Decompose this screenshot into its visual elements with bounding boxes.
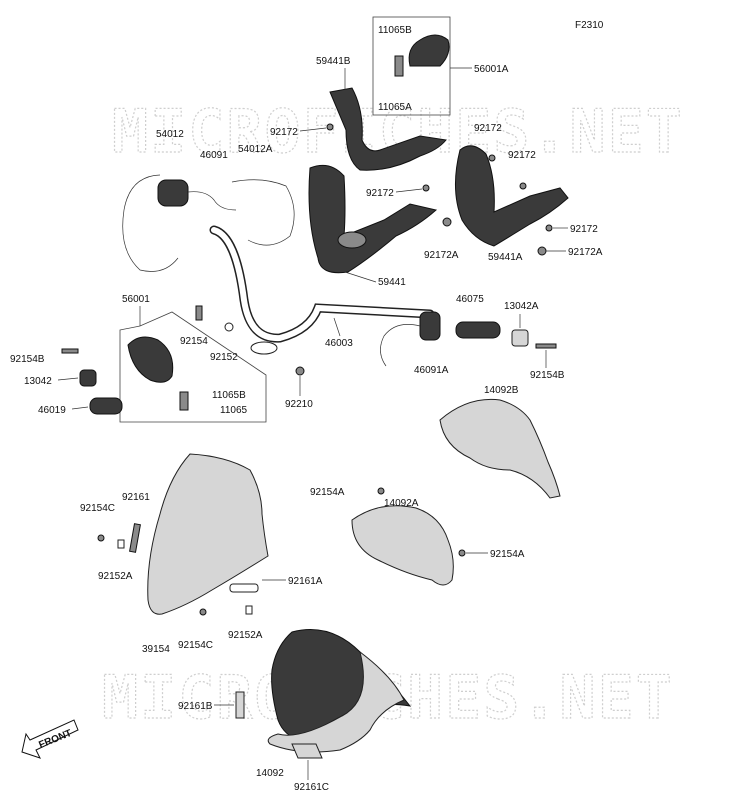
label-92154B-right[interactable]: 92154B: [530, 370, 565, 381]
label-11065[interactable]: 11065: [220, 405, 248, 416]
bracket-92161B: [235, 691, 245, 719]
screw-92154C-b: [199, 608, 207, 616]
label-59441A[interactable]: 59441A: [488, 252, 523, 263]
label-92161C[interactable]: 92161C: [294, 782, 329, 793]
label-46091[interactable]: 46091: [200, 150, 228, 161]
label-92152[interactable]: 92152: [210, 352, 238, 363]
windshield-39154: [147, 453, 269, 615]
label-92154A-a[interactable]: 92154A: [310, 487, 345, 498]
label-92154B-left[interactable]: 92154B: [10, 354, 45, 365]
bracket-92161A: [229, 583, 259, 593]
cover-59441A: [454, 145, 569, 247]
figure-code: F2310: [575, 20, 604, 31]
label-92172-d[interactable]: 92172: [366, 188, 394, 199]
screw-92172A-a: [442, 217, 452, 227]
label-39154[interactable]: 39154: [142, 644, 170, 655]
label-13042[interactable]: 13042: [24, 376, 52, 387]
label-46019[interactable]: 46019: [38, 405, 66, 416]
label-92154C-b[interactable]: 92154C: [178, 640, 213, 651]
label-92172-e[interactable]: 92172: [570, 224, 598, 235]
label-11065A[interactable]: 11065A: [378, 102, 412, 113]
switch-wire-46091: [187, 191, 237, 211]
bar-end-13042A: [511, 329, 529, 347]
label-92154A-b[interactable]: 92154A: [490, 549, 525, 560]
label-14092[interactable]: 14092: [256, 768, 284, 779]
front-arrow: FRONT: [21, 719, 79, 759]
bar-end-13042: [79, 369, 97, 387]
label-56001[interactable]: 56001: [122, 294, 150, 305]
bracket-92161: [129, 523, 141, 553]
cover-59441: [308, 164, 438, 274]
screw-92172-d: [395, 184, 430, 193]
screw-92172-b: [488, 154, 496, 162]
label-59441B[interactable]: 59441B: [316, 56, 351, 67]
label-46003[interactable]: 46003: [325, 338, 353, 349]
mirror-head-right: [408, 34, 450, 67]
label-56001A[interactable]: 56001A: [474, 64, 509, 75]
handlebar-clamp: [250, 341, 278, 355]
label-92172-a[interactable]: 92172: [270, 127, 298, 138]
label-14092A[interactable]: 14092A: [384, 498, 419, 509]
label-54012A[interactable]: 54012A: [238, 144, 273, 155]
leader-46003: [333, 317, 341, 337]
cover-59441-socket: [337, 231, 367, 249]
handlebar-46003-inner: [211, 227, 433, 342]
label-92172A-a[interactable]: 92172A: [424, 250, 459, 261]
label-92152A-b[interactable]: 92152A: [228, 630, 263, 641]
cable-54012: [122, 174, 179, 272]
bolt-92154: [195, 305, 203, 321]
screw-92154C-a: [97, 534, 105, 542]
bolt-92154B-right: [535, 343, 557, 349]
label-46075[interactable]: 46075: [456, 294, 484, 305]
washer-92152: [224, 322, 234, 332]
label-92161B[interactable]: 92161B: [178, 701, 213, 712]
cable-54012A: [231, 179, 295, 246]
mirror-frame-top: [372, 16, 451, 116]
screw-92172-e: [545, 224, 568, 232]
bolt-92154B-left: [61, 348, 79, 354]
switch-housing-right: [419, 311, 441, 341]
bracket-92161C: [291, 743, 323, 759]
cover-59441B: [329, 87, 447, 171]
leader-13042: [57, 377, 79, 381]
screw-92154A-b: [458, 549, 466, 557]
cover-14092B: [439, 398, 561, 499]
mirror-stem-left: [179, 391, 189, 411]
label-92161A[interactable]: 92161A: [288, 576, 323, 587]
switch-housing-left: [157, 179, 189, 207]
label-59441[interactable]: 59441: [378, 277, 406, 288]
nut-92152A-a: [117, 539, 125, 549]
label-11065B-top[interactable]: 11065B: [378, 25, 412, 36]
label-14092B[interactable]: 14092B: [484, 385, 519, 396]
label-54012[interactable]: 54012: [156, 129, 184, 140]
label-92172A-b[interactable]: 92172A: [568, 247, 603, 258]
label-92152A-a[interactable]: 92152A: [98, 571, 133, 582]
nut-92152A-b: [245, 605, 253, 615]
label-13042A[interactable]: 13042A: [504, 301, 539, 312]
label-92210[interactable]: 92210: [285, 399, 313, 410]
screw-92154A-a: [377, 487, 385, 495]
screw-92172-a: [299, 123, 334, 132]
label-11065B-bottom[interactable]: 11065B: [212, 390, 246, 401]
mirror-head-left: [127, 336, 174, 383]
screw-92172A-b: [537, 246, 566, 256]
nut-92210: [295, 366, 305, 376]
grip-46019: [89, 397, 123, 415]
grip-46075: [455, 321, 501, 339]
label-46091A[interactable]: 46091A: [414, 365, 449, 376]
screw-92172-c: [519, 182, 527, 190]
cover-14092A: [351, 505, 454, 586]
leader-59441: [344, 271, 377, 283]
leader-46019: [71, 406, 89, 410]
label-92154[interactable]: 92154: [180, 336, 208, 347]
mirror-stem-right: [394, 55, 404, 77]
label-92172-b[interactable]: 92172: [474, 123, 502, 134]
label-92172-c[interactable]: 92172: [508, 150, 536, 161]
label-92161[interactable]: 92161: [122, 492, 150, 503]
switch-wire-46091A: [380, 324, 421, 367]
label-92154C-a[interactable]: 92154C: [80, 503, 115, 514]
mirror-56001A: [372, 16, 451, 116]
